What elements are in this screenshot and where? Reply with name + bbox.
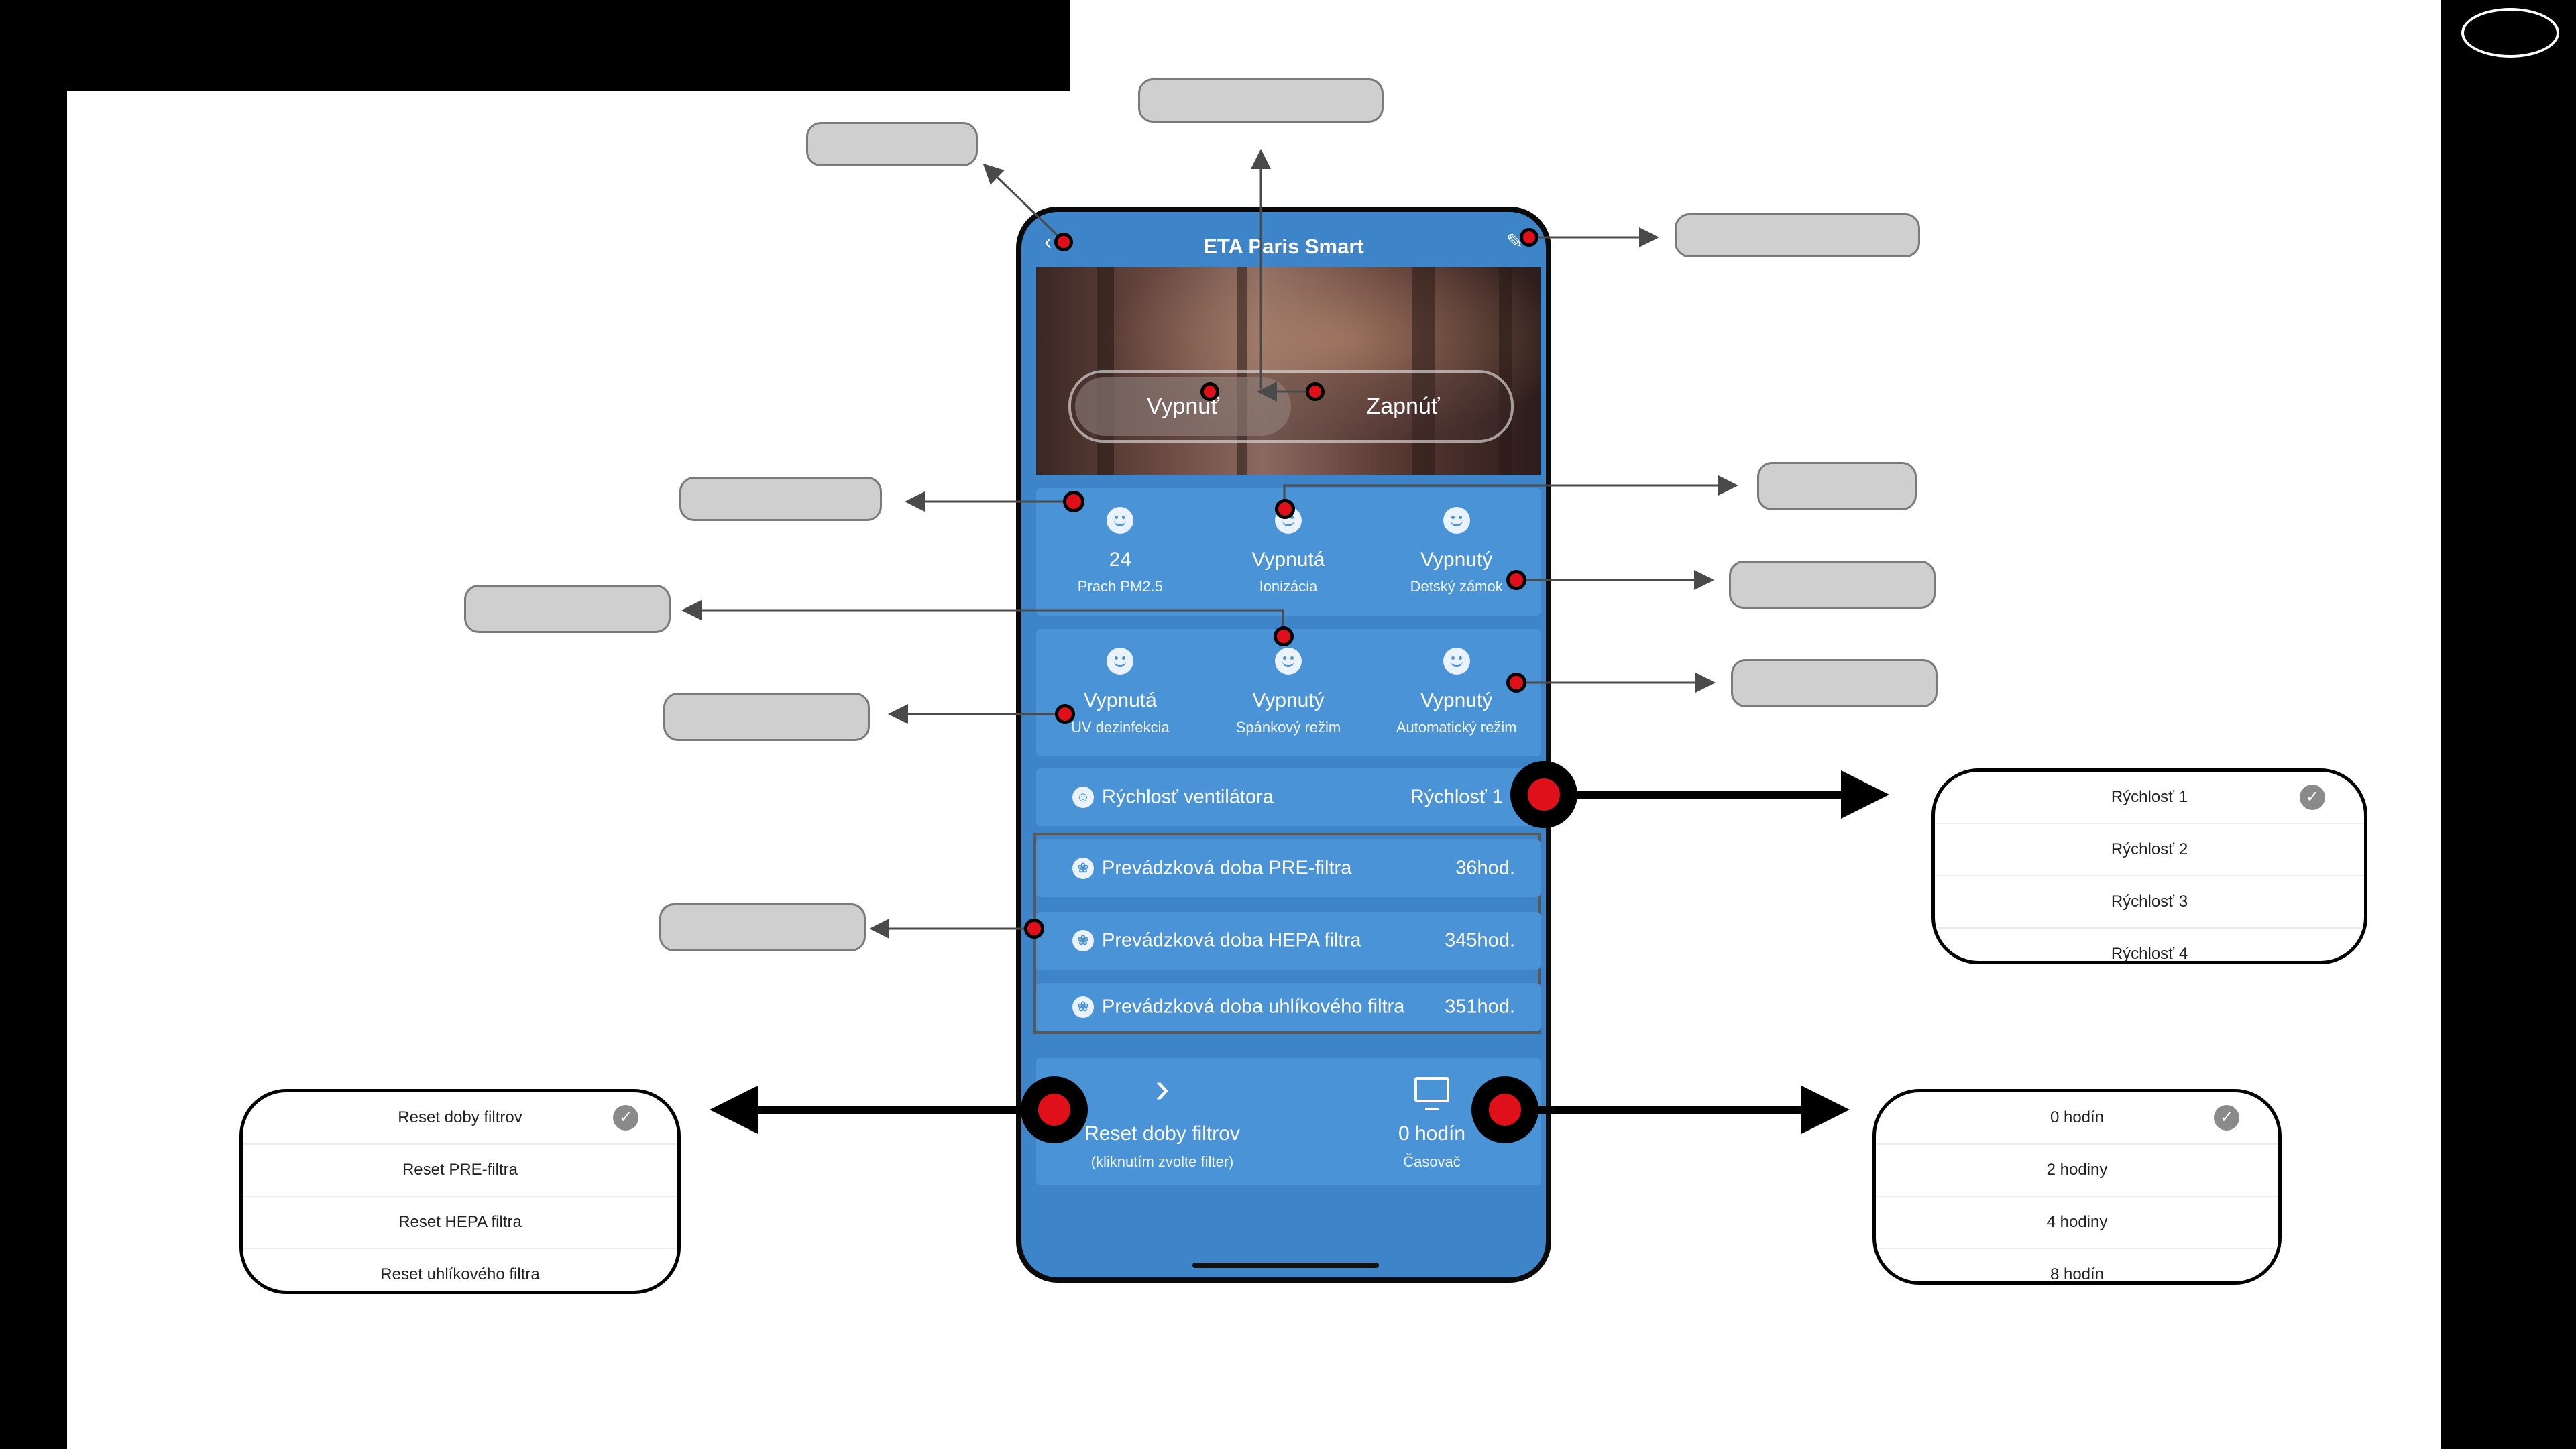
marker-auto [1506,673,1526,693]
pm25-cell[interactable]: 24 Prach PM2.5 [1036,488,1205,616]
fan-speed-option-1[interactable]: Rýchlosť 1✓ [1935,772,2364,824]
fan-speed-option-3[interactable]: Rýchlosť 3 [1935,876,2364,929]
timer-option-8[interactable]: 8 hodín [2050,1265,2105,1283]
auto-mode-cell[interactable]: Vypnutý Automatický režim [1372,629,1541,756]
marker-power-on [1306,382,1325,401]
hero-image: Vypnuť Zapnúť [1036,267,1541,475]
annotation-box-back [806,122,978,166]
fan-speed-popup: Rýchlosť 1✓ Rýchlosť 2 Rýchlosť 3 Rýchlo… [1931,768,2367,964]
smiley-icon [1107,507,1134,534]
marker-childlock [1506,570,1526,590]
annotation-box-edit [1675,213,1920,257]
check-icon: ✓ [2214,1105,2239,1131]
marker-power-off [1200,382,1219,401]
reset-option-hepa[interactable]: Reset HEPA filtra [243,1197,677,1249]
filter-row-hepa: ❀ Prevádzková doba HEPA filtra 345hod. [1036,912,1541,970]
annotation-box-auto [1731,659,1938,707]
timer-option-2[interactable]: 2 hodiny [1876,1145,2278,1197]
marker-ionization [1275,499,1295,519]
reset-filters-button[interactable]: › Reset doby filtrov (kliknutím zvolte f… [1036,1058,1288,1185]
reset-option-all[interactable]: Reset doby filtrov✓ [243,1092,677,1145]
check-icon: ✓ [613,1105,638,1131]
uv-cell[interactable]: Vypnutá UV dezinfekcia [1036,629,1205,756]
right-black-panel [2441,0,2576,1449]
leaf-icon: ❀ [1072,930,1094,951]
marker-sleep [1274,626,1294,646]
left-black-strip [0,0,67,1449]
annotation-box-filters [659,903,866,951]
annotation-box-childlock [1729,561,1936,609]
marker-reset [1021,1076,1088,1143]
marker-edit [1520,228,1538,247]
annotation-box-sleep [464,585,671,633]
power-off-button[interactable]: Vypnuť [1075,377,1291,436]
reset-timer-card: › Reset doby filtrov (kliknutím zvolte f… [1036,1058,1541,1185]
page-title: ETA Paris Smart [1203,235,1364,258]
smiley-icon [1443,648,1470,675]
annotation-box-ionization [1757,462,1917,510]
filter-row-pre: ❀ Prevádzková doba PRE-filtra 36hod. [1036,839,1541,897]
smiley-icon [1107,648,1134,675]
fan-speed-option-2[interactable]: Rýchlosť 2 [1935,824,2364,876]
annotation-box-power [1138,78,1384,123]
marker-uv [1055,704,1075,724]
corner-ellipse [2461,8,2559,58]
annotation-box-pm25 [679,477,882,521]
timer-option-4[interactable]: 4 hodiny [1876,1197,2278,1249]
leaf-icon: ❀ [1072,996,1094,1018]
home-indicator [1192,1263,1379,1268]
power-toggle[interactable]: Vypnuť Zapnúť [1068,370,1514,443]
reset-popup: Reset doby filtrov✓ Reset PRE-filtra Res… [239,1089,681,1294]
marker-timer [1471,1076,1538,1143]
fan-speed-row[interactable]: ☺ Rýchlosť ventilátora Rýchlosť 1 › [1036,768,1541,826]
smiley-icon [1275,648,1302,675]
phone-screen: ‹ ETA Paris Smart ✎ Vypnuť Zapnúť 24 Pra… [1016,207,1551,1283]
timer-option-0[interactable]: 0 hodín✓ [1876,1092,2278,1145]
monitor-icon [1414,1077,1449,1102]
timer-popup: 0 hodín✓ 2 hodiny 4 hodiny 8 hodín [1872,1089,2282,1285]
check-icon: ✓ [2300,785,2325,810]
marker-pm25 [1063,491,1084,512]
reset-option-pre[interactable]: Reset PRE-filtra [243,1145,677,1197]
power-on-button[interactable]: Zapnúť [1366,393,1440,419]
marker-back [1054,233,1073,251]
chevron-right-icon: › [1155,1063,1170,1112]
filter-row-carbon: ❀ Prevádzková doba uhlíkového filtra 351… [1036,983,1541,1031]
leaf-icon: ❀ [1072,858,1094,879]
timer-button[interactable]: 0 hodín Časovač [1351,1058,1512,1185]
marker-fan-speed [1510,761,1577,828]
sleep-cell[interactable]: Vypnutý Spánkový režim [1205,629,1373,756]
back-icon[interactable]: ‹ [1044,229,1052,255]
smiley-icon: ☺ [1072,787,1094,808]
fan-speed-option-4[interactable]: Rýchlosť 4 [2111,945,2188,963]
marker-filters [1024,919,1044,939]
childlock-cell[interactable]: Vypnutý Detský zámok [1372,488,1541,616]
smiley-icon [1443,507,1470,534]
status-card-2: Vypnutá UV dezinfekcia Vypnutý Spánkový … [1036,629,1541,756]
reset-option-carbon[interactable]: Reset uhlíkového filtra [380,1265,540,1283]
annotation-box-uv [663,693,870,741]
top-left-black-band [0,0,1070,91]
